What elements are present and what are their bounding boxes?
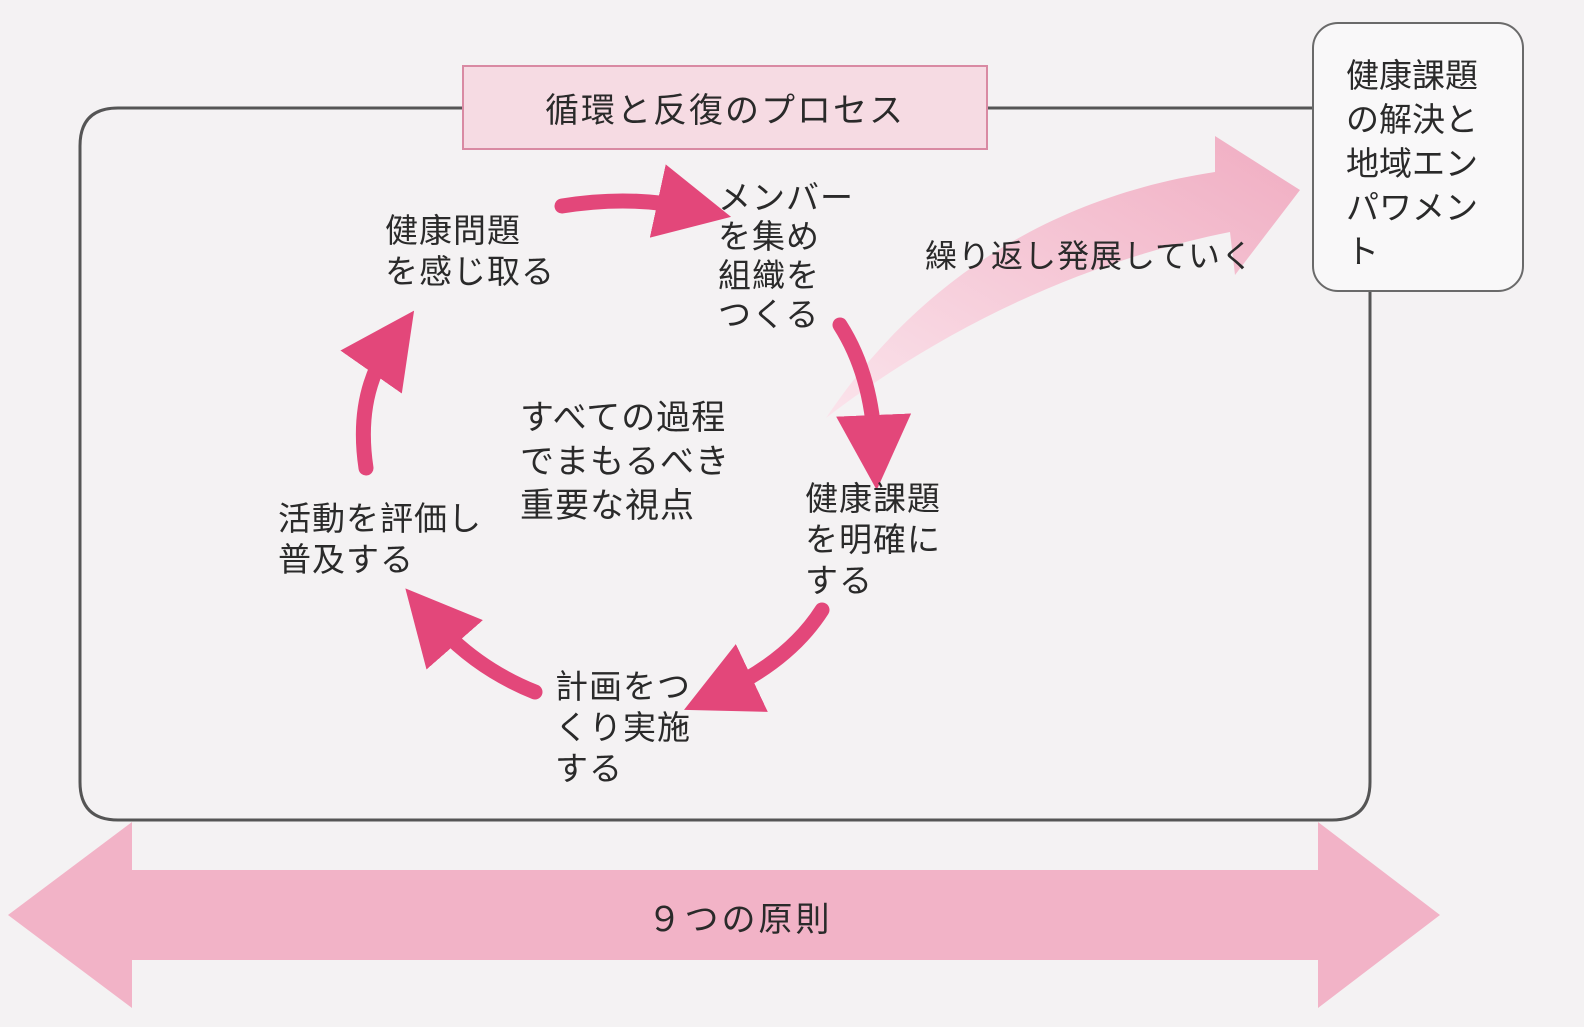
step-sense-problem: 健康問題 を感じ取る xyxy=(385,211,555,291)
cycle-arrow-1 xyxy=(554,164,732,238)
develop-arrow xyxy=(826,136,1300,418)
step-evaluate-spread: 活動を評価し 普及する xyxy=(278,499,482,579)
process-title: 循環と反復のプロセス xyxy=(462,65,988,150)
step-organize-members: メンバー を集め 組織を つくる xyxy=(718,178,854,334)
principles-double-arrow xyxy=(8,822,1440,1008)
goal-box: 健康課題 の解決と 地域エン パワメン ト xyxy=(1312,22,1524,292)
cycle-arrow-5 xyxy=(340,310,415,476)
cycle-arrow-4 xyxy=(405,588,543,700)
principles-label: ９つの原則 xyxy=(647,900,833,940)
step-clarify-issue: 健康課題 を明確に する xyxy=(805,479,941,600)
develop-label: 繰り返し発展していく xyxy=(925,237,1255,275)
step-plan-implement: 計画をつ くり実施 する xyxy=(555,667,691,788)
cycle-arrow-3 xyxy=(684,602,830,712)
center-label: すべての過程 でまもるべき 重要な視点 xyxy=(520,398,730,526)
cycle-arrow-2 xyxy=(832,317,912,490)
